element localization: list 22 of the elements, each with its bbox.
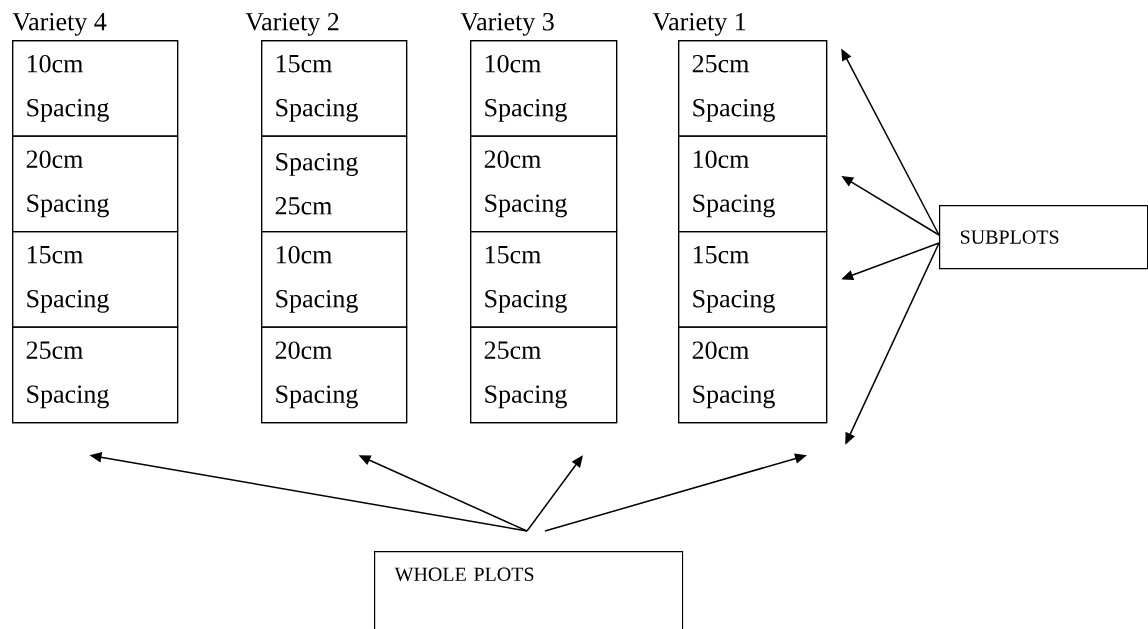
subplot-cell: 25cm Spacing	[470, 326, 618, 424]
subplot-cell: 25cm Spacing	[678, 40, 828, 137]
node-label: Variety 2	[245, 12, 339, 36]
node-label: Variety 1	[652, 12, 746, 36]
subplot-cell: 20cm Spacing	[12, 135, 179, 233]
subplots-box: SUBPLOTS	[939, 205, 1148, 270]
subplot-cell: 20cm Spacing	[678, 326, 828, 424]
subplot-cell: 10cm Spacing	[12, 40, 179, 137]
subplot-cell: 20cm Spacing	[470, 135, 618, 233]
subplot-cell: 20cm Spacing	[261, 326, 408, 424]
subplot-cell: 10cm Spacing	[470, 40, 618, 137]
whole-plots-box: WHOLE PLOTS	[374, 551, 684, 629]
subplot-cell: 15cm Spacing	[261, 40, 408, 137]
subplot-cell: 15cm Spacing	[470, 231, 618, 328]
subplot-cell: 15cm Spacing	[12, 231, 179, 328]
node-label: Variety 4	[12, 12, 107, 36]
subplot-cell: Spacing 25cm	[261, 135, 408, 233]
subplot-cell: 25cm Spacing	[12, 326, 179, 424]
subplot-cell: 15cm Spacing	[678, 231, 828, 328]
subplot-cell: 10cm Spacing	[678, 135, 828, 233]
subplot-cell: 10cm Spacing	[261, 231, 408, 328]
node-label: Variety 3	[460, 12, 554, 36]
